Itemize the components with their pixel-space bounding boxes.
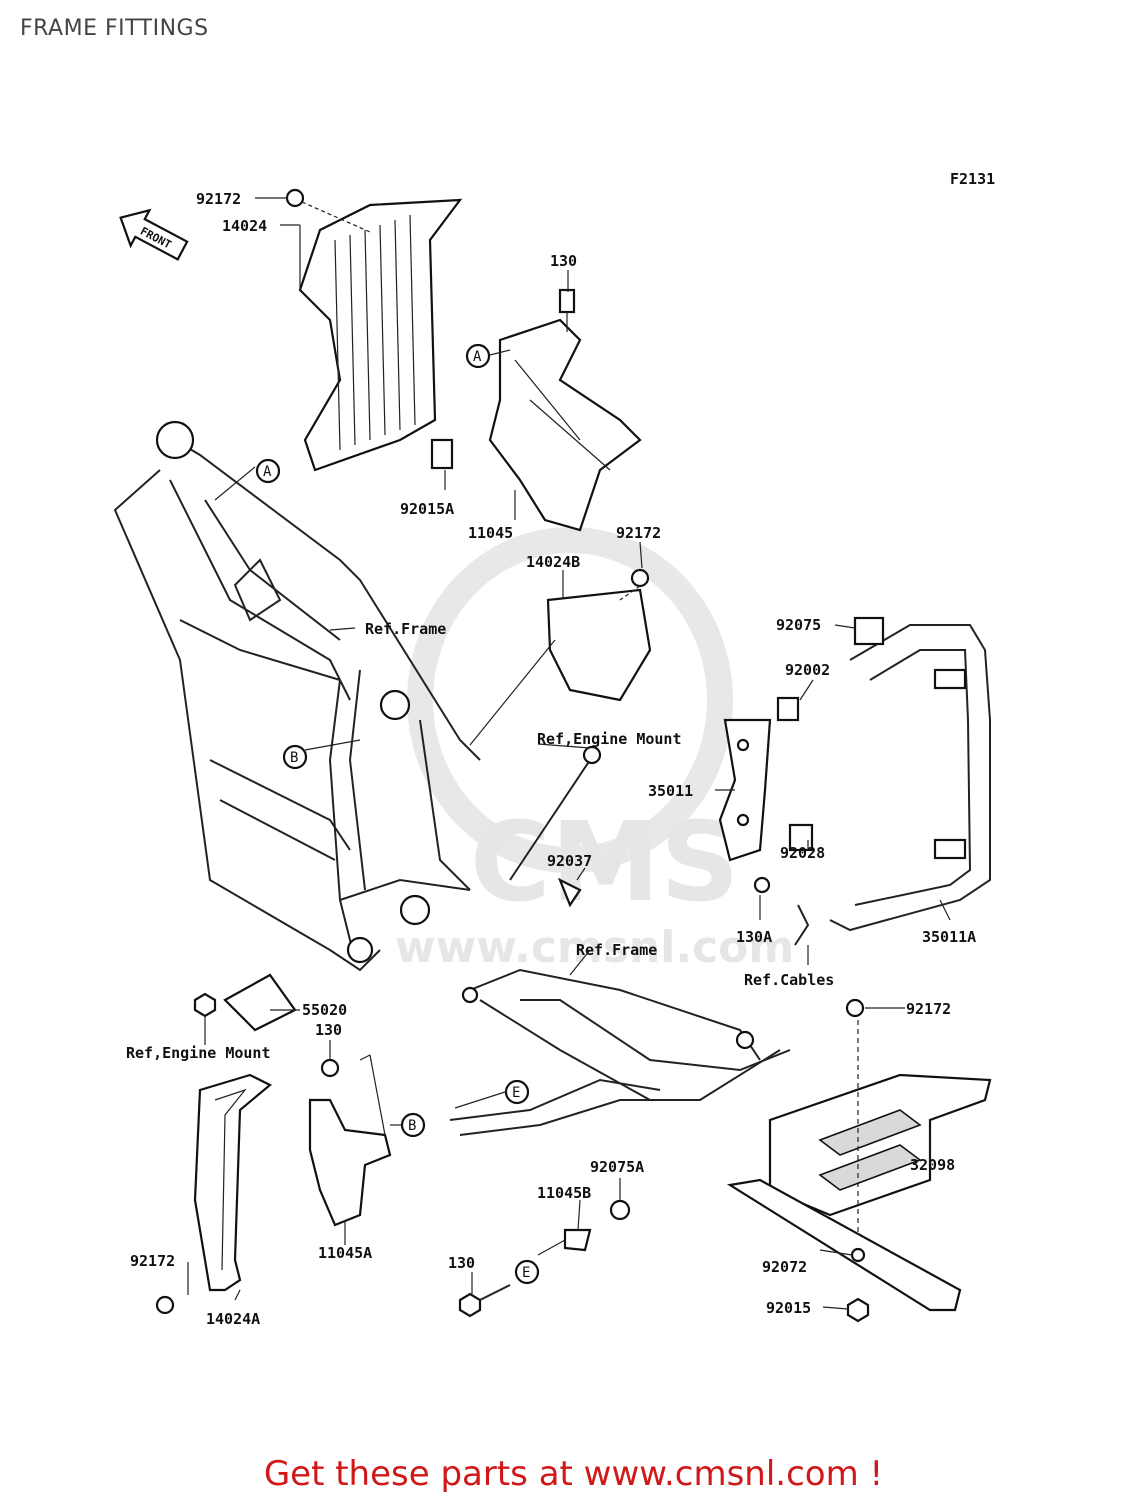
part-label: 92002 xyxy=(785,661,830,679)
front-arrow-icon: FRONT xyxy=(119,208,189,261)
ref-label: Ref,Engine Mount xyxy=(537,730,682,748)
clip-92015a xyxy=(430,438,454,470)
part-label: 14024 xyxy=(222,217,267,235)
page-title: FRAME FITTINGS xyxy=(20,16,209,41)
footer-promo-link[interactable]: Get these parts at www.cmsnl.com ! xyxy=(263,1454,884,1494)
part-labels: 92172 14024 130 92015A 11045 92172 14024… xyxy=(130,190,976,1328)
part-label: 92015A xyxy=(400,500,454,518)
part-label: 32098 xyxy=(910,1156,955,1174)
callout-letter: E xyxy=(512,1085,520,1101)
part-label: 92172 xyxy=(906,1000,951,1018)
bolt-130-bottom xyxy=(458,1284,511,1318)
figure-code: F2131 xyxy=(950,170,995,188)
part-label: 92072 xyxy=(762,1258,807,1276)
part-label: 130 xyxy=(550,252,577,270)
plate-35011 xyxy=(718,696,814,862)
callout-letter: A xyxy=(473,349,482,365)
part-label: 35011 xyxy=(648,782,693,800)
cable-clip xyxy=(794,904,810,946)
part-label: 92028 xyxy=(780,844,825,862)
part-label: 14024A xyxy=(206,1310,260,1328)
engine-mount-bolt xyxy=(509,745,602,881)
part-label: 130 xyxy=(315,1021,342,1039)
part-label: 92172 xyxy=(616,524,661,542)
part-label: 92075A xyxy=(590,1158,644,1176)
bracket-11045 xyxy=(488,288,642,532)
part-label: 92037 xyxy=(547,852,592,870)
part-label: 130A xyxy=(736,928,772,946)
callout-letter: A xyxy=(263,464,272,480)
part-label: 11045 xyxy=(468,524,513,542)
bolt-130a xyxy=(753,876,771,894)
part-label: 11045A xyxy=(318,1244,372,1262)
ref-label: Ref.Frame xyxy=(576,941,657,959)
sub-frame xyxy=(449,968,791,1136)
guard-14024a xyxy=(155,1073,272,1315)
battery-case-32098 xyxy=(768,998,992,1250)
part-label: 92172 xyxy=(130,1252,175,1270)
watermark-logo: CMS xyxy=(470,798,739,926)
part-label: 92172 xyxy=(196,190,241,208)
reference-labels: Ref.Frame Ref,Engine Mount Ref.Frame Ref… xyxy=(126,620,834,1062)
watermark: CMS www.cmsnl.com xyxy=(395,527,794,973)
ref-label: Ref,Engine Mount xyxy=(126,1044,271,1062)
clamp-55020 xyxy=(223,973,297,1032)
ref-label: Ref.Cables xyxy=(744,971,834,989)
part-label: 11045B xyxy=(537,1184,591,1202)
part-label: 130 xyxy=(448,1254,475,1272)
main-frame xyxy=(113,420,481,972)
cover-14024b xyxy=(469,568,652,746)
clamp-92037 xyxy=(557,877,582,908)
part-label: 55020 xyxy=(302,1001,347,1019)
bracket-11045b xyxy=(563,1228,592,1252)
ref-label: Ref.Frame xyxy=(365,620,446,638)
part-label: 92075 xyxy=(776,616,821,634)
part-label: 92015 xyxy=(766,1299,811,1317)
collar-92075a xyxy=(609,1199,631,1221)
watermark-url: www.cmsnl.com xyxy=(395,922,794,973)
callout-letter: B xyxy=(408,1118,416,1134)
callout-letters: A A B B E E xyxy=(255,343,540,1285)
part-label: 35011A xyxy=(922,928,976,946)
radiator-shroud-14024 xyxy=(298,198,463,472)
guard-35011a xyxy=(829,616,991,932)
part-label: 14024B xyxy=(526,553,580,571)
callout-letter: E xyxy=(522,1265,530,1281)
bracket-11045a xyxy=(308,1058,392,1227)
callout-letter: B xyxy=(290,750,298,766)
strap-92072 xyxy=(726,1178,962,1323)
nut-55020 xyxy=(193,992,217,1018)
leader-lines xyxy=(187,197,951,1310)
